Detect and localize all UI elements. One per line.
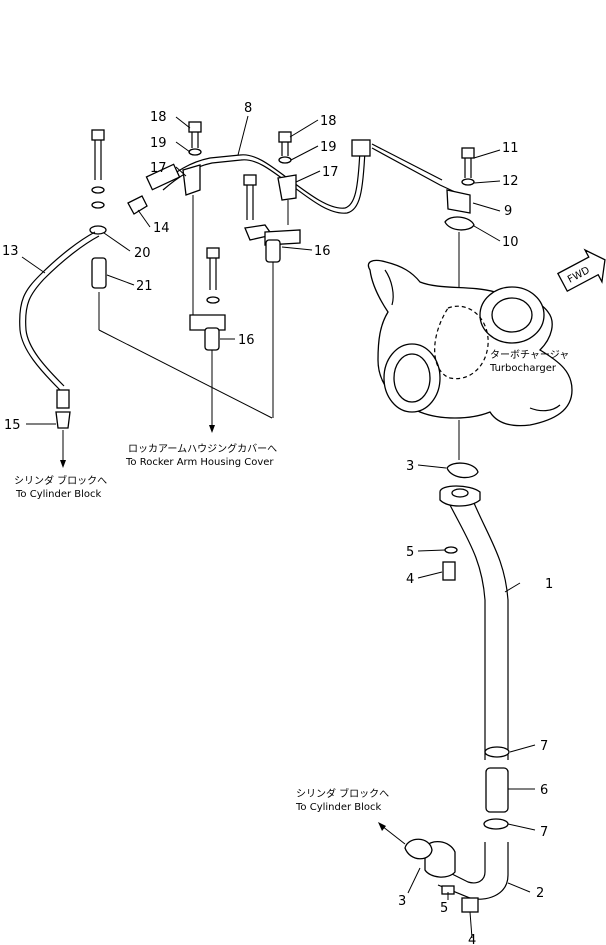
- elbow-9: [446, 189, 471, 214]
- callout-14: 14: [153, 221, 170, 236]
- bolt-left-head: [91, 129, 105, 141]
- callout-20: 20: [134, 246, 151, 261]
- callout-13: 13: [2, 244, 19, 259]
- pipe-1: [449, 504, 486, 760]
- callout-5-upper: 5: [406, 545, 414, 560]
- callout-4-upper: 4: [406, 572, 414, 587]
- callout-16-lower: 16: [238, 333, 255, 348]
- pipe-2: [439, 842, 486, 884]
- clip-17-right: [277, 174, 297, 201]
- caption-turbo-jp: ターボチャージャ: [490, 349, 569, 361]
- callout-17-right: 17: [322, 165, 339, 180]
- tube-nut-left: [145, 163, 181, 191]
- caption-cyl-block-left-jp: シリンダ ブロックへ: [14, 474, 107, 487]
- gasket-3-lower: [404, 838, 433, 860]
- hose-6: [485, 767, 509, 813]
- sleeve-21: [91, 257, 107, 289]
- caption-rocker-jp: ロッカアームハウジングカバーへ: [128, 442, 277, 455]
- callout-numbers: 1 2 3 3 4 4 5 5 6 7 7 8 9 10 11 12 13 14…: [2, 101, 553, 945]
- clamp-7-lower: [483, 818, 509, 830]
- callout-12: 12: [502, 174, 519, 189]
- caption-cyl-block-bottom-jp: シリンダ ブロックへ: [296, 787, 389, 800]
- gasket-10: [444, 216, 475, 231]
- callout-3-lower: 3: [398, 894, 406, 909]
- fitting-15: [56, 389, 70, 409]
- callout-4-lower: 4: [468, 933, 476, 945]
- leader-lines: [21, 115, 536, 939]
- callout-18-left: 18: [150, 110, 167, 125]
- caption-cyl-block-left-en: To Cylinder Block: [15, 489, 102, 500]
- callout-2: 2: [536, 886, 544, 901]
- connector-14: [127, 195, 148, 215]
- bracket-16-lower: [189, 314, 226, 331]
- callout-21: 21: [136, 279, 153, 294]
- oil-tube-13: [19, 231, 96, 391]
- callout-7-upper: 7: [540, 739, 548, 754]
- callout-16-upper: 16: [314, 244, 331, 259]
- caption-cyl-block-bottom-en: To Cylinder Block: [295, 802, 382, 813]
- callout-3-upper: 3: [406, 459, 414, 474]
- callout-11: 11: [502, 141, 519, 156]
- bolt-4-lower: [461, 897, 479, 913]
- callout-17-left: 17: [150, 161, 167, 176]
- callout-6: 6: [540, 783, 548, 798]
- gasket-3-upper: [446, 462, 479, 479]
- bolt-4-upper: [442, 561, 456, 581]
- callout-8: 8: [244, 101, 252, 116]
- callout-7-lower: 7: [540, 825, 548, 840]
- callout-1: 1: [545, 577, 553, 592]
- callout-5-lower: 5: [440, 901, 448, 916]
- clip-17-left: [182, 164, 201, 196]
- caption-turbo-en: Turbocharger: [489, 363, 557, 374]
- callout-19-left: 19: [150, 136, 167, 151]
- caption-rocker-en: To Rocker Arm Housing Cover: [125, 457, 274, 468]
- callout-9: 9: [504, 204, 512, 219]
- turbocharger: [367, 259, 573, 427]
- callout-18-right: 18: [320, 114, 337, 129]
- callout-19-right: 19: [320, 140, 337, 155]
- clamp-7-upper: [484, 746, 510, 758]
- callout-10: 10: [502, 235, 519, 250]
- tube-nut-right: [351, 139, 371, 157]
- fwd-arrow: FWD: [557, 248, 606, 293]
- callout-15: 15: [4, 418, 21, 433]
